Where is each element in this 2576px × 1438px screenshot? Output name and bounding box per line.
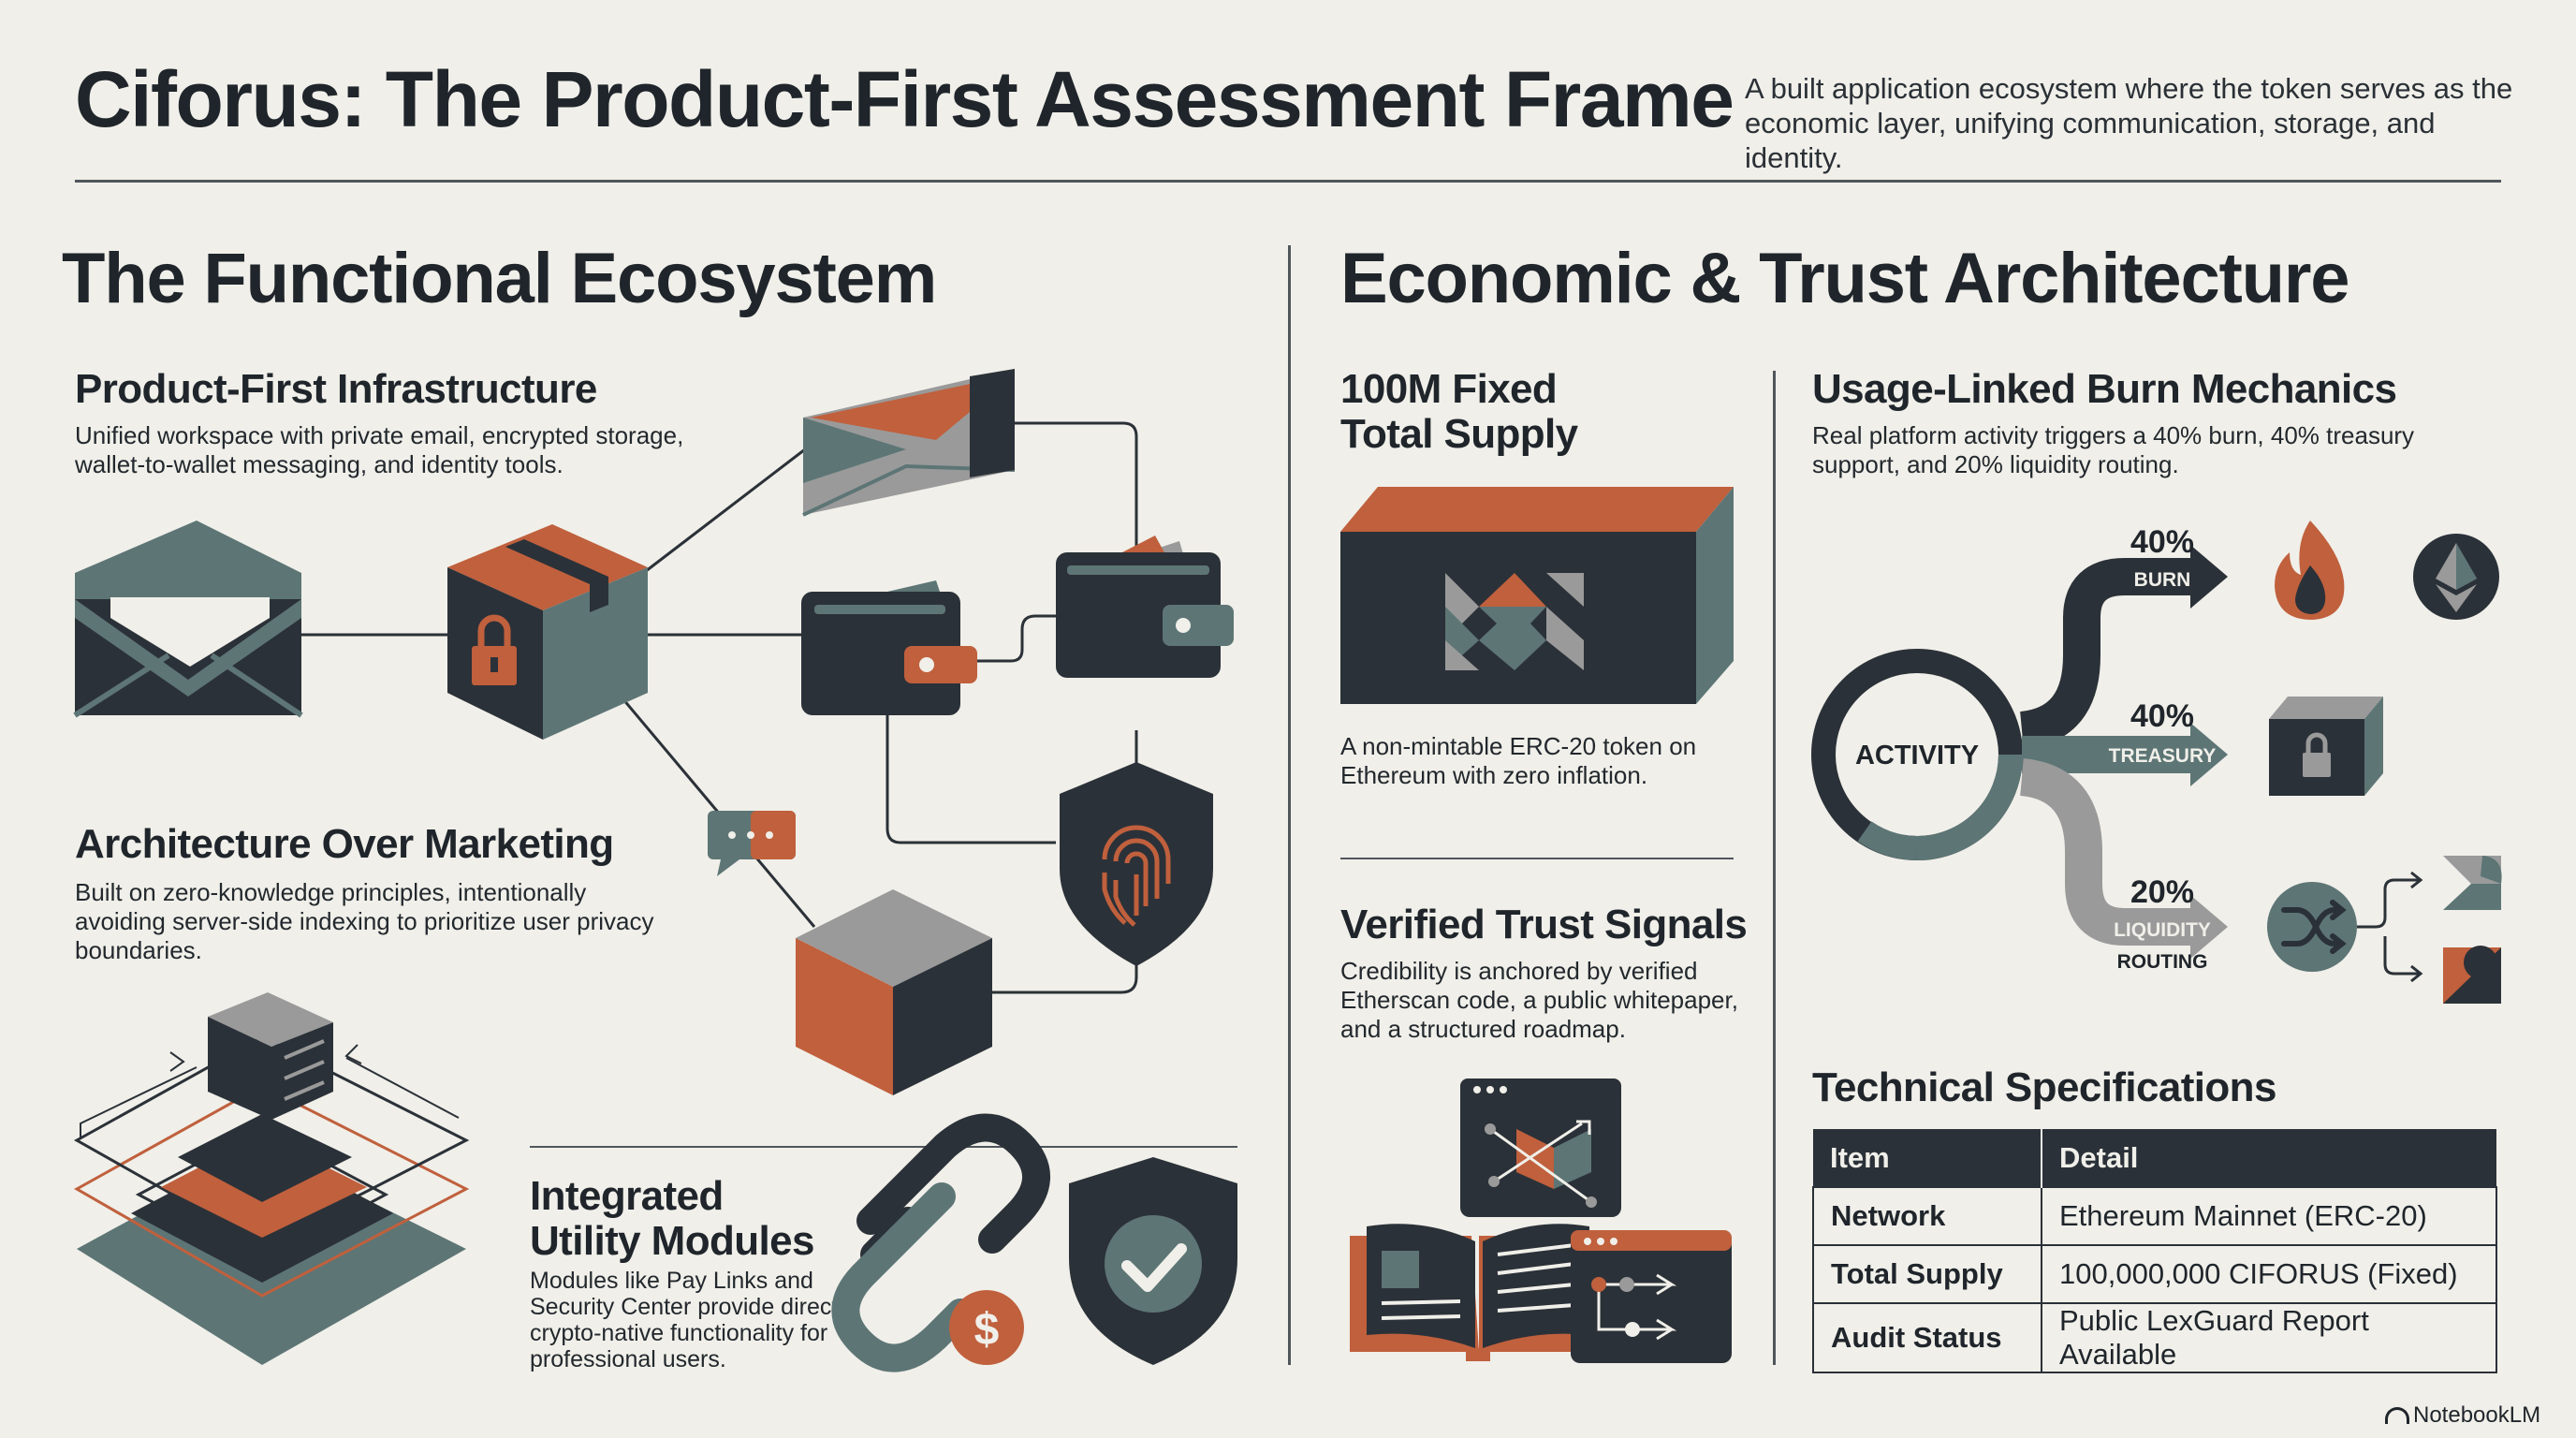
supply-title-line1: 100M Fixed [1340,366,1558,412]
ethereum-icon [2413,534,2499,620]
liquidity-label: LIQUIDITY [2114,919,2211,941]
supply-title-line2: Total Supply [1340,411,1578,457]
liquidity-branch-arrows [2357,871,2423,983]
modules-title-line1: Integrated [530,1173,724,1219]
table-row: Network Ethereum Mainnet (ERC-20) [1812,1186,2497,1246]
modules-title-line2: Utility Modules [530,1218,815,1264]
trust-divider [1340,858,1734,859]
layered-server-icon [73,992,470,1365]
brand-name: NotebookLM [2413,1402,2541,1428]
functional-ecosystem-heading: The Functional Ecosystem [62,239,937,318]
treasury-box-icon [2269,697,2383,796]
specs-title: Technical Specifications [1812,1064,2276,1110]
modules-divider [530,1146,1237,1148]
specs-col-item: Item [1813,1129,2042,1187]
specs-header-row: Item Detail [1813,1129,2496,1187]
svg-text:$: $ [974,1305,1000,1355]
treasury-pct: 40% [2130,698,2194,734]
trust-title: Verified Trust Signals [1340,902,1748,947]
burn-title: Usage-Linked Burn Mechanics [1812,366,2397,412]
spec-item: Network [1812,1186,2042,1246]
arch-title: Architecture Over Marketing [75,821,614,867]
liquidity-pct: 20% [2130,874,2194,910]
wallet-right-icon [1056,536,1234,678]
liquidity-flow-arrow [2190,895,2228,959]
routing-label: ROUTING [2117,951,2208,973]
specs-col-detail: Detail [2042,1129,2496,1187]
pool-icon-bottom [2443,946,2501,1004]
burn-body: Real platform activity triggers a 40% bu… [1812,421,2415,478]
wallet-icon [801,580,977,715]
activity-label: ACTIVITY [1855,741,1979,770]
spec-item: Audit Status [1812,1302,2042,1373]
roadmap-window-icon [1571,1230,1732,1363]
envelope-icon [73,521,303,718]
liquidity-flow-path [2019,758,2190,946]
header-divider [75,180,2501,183]
spec-item: Total Supply [1812,1244,2042,1304]
chat-bubble-icon [708,811,796,876]
flame-icon [2275,521,2345,620]
burn-pct: 40% [2130,524,2194,560]
page-title: Ciforus: The Product-First Assessment Fr… [75,55,1734,143]
burn-flow-arrow [2190,545,2228,609]
infra-title: Product-First Infrastructure [75,366,597,412]
chain-link-payment-icon: $ [831,1113,1050,1372]
activity-ring [1811,649,2023,860]
shuffle-icon [2267,882,2357,972]
supply-block-icon [1340,487,1734,704]
spec-detail: Public LexGuard Report Available [2041,1302,2497,1373]
open-book-icon [1350,1224,1603,1361]
supply-body: A non-mintable ERC-20 token on Ethereum … [1340,732,1697,789]
network-connectors [300,421,1138,994]
column-divider [1288,245,1291,1365]
spec-detail: Ethereum Mainnet (ERC-20) [2041,1186,2497,1246]
treasury-label: TREASURY [2109,745,2217,767]
table-row: Audit Status Public LexGuard Report Avai… [1812,1302,2497,1373]
infra-body: Unified workspace with private email, en… [75,421,684,478]
trust-body: Credibility is anchored by verified Ethe… [1340,957,1738,1043]
browser-network-icon [1460,1078,1621,1217]
data-cube-icon [796,889,992,1095]
economic-trust-heading: Economic & Trust Architecture [1340,239,2349,318]
modules-title: Integrated Utility Modules [530,1173,815,1264]
right-column-divider [1773,371,1776,1365]
ecosystem-network-diagram: $ [73,369,1237,1372]
page-subtitle: A built application ecosystem where the … [1745,72,2513,174]
burn-label: BURN [2134,569,2191,591]
arch-body: Built on zero-knowledge principles, inte… [75,878,654,964]
economic-diagram: ACTIVITY 40% BURN 40% TREASURY 20% LIQUI… [1340,487,2502,1363]
table-row: Total Supply 100,000,000 CIFORUS (Fixed) [1812,1244,2497,1304]
modules-body: Modules like Pay Links and Security Cent… [530,1268,839,1372]
notebooklm-logo-icon [2385,1407,2409,1424]
fingerprint-shield-icon [1060,762,1213,966]
pool-icon-top [2443,856,2502,910]
storage-cube-icon [802,369,1016,517]
brand-mark: NotebookLM [2385,1402,2540,1429]
treasury-flow-arrow [2190,723,2228,786]
locked-box-icon [447,524,648,740]
burn-flow-path [2019,558,2190,749]
specs-table: Item Detail Network Ethereum Mainnet (ER… [1812,1129,2497,1373]
supply-title: 100M Fixed Total Supply [1340,367,1578,457]
check-shield-icon [1069,1157,1237,1365]
spec-detail: 100,000,000 CIFORUS (Fixed) [2041,1244,2497,1304]
